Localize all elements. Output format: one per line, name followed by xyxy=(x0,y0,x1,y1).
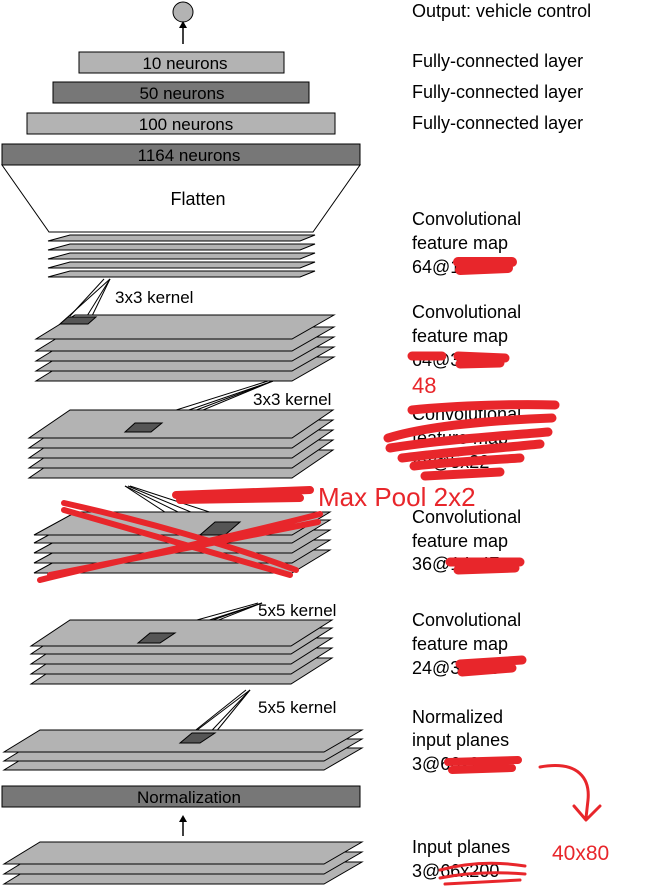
annotation-48: 48 xyxy=(412,373,436,398)
kernel-label-1: 3x3 kernel xyxy=(115,288,193,307)
redaction-scribble-5 xyxy=(455,655,527,677)
input-arrow-head xyxy=(179,815,187,822)
flatten-trapezoid xyxy=(1,164,361,233)
kernel-label-5: 5x5 kernel xyxy=(258,698,336,717)
fc-box-10 xyxy=(78,51,285,74)
input-line1: Input planes xyxy=(412,837,510,857)
conv-stack-64-3x20 xyxy=(34,314,336,382)
conv-map-4-line2: feature map xyxy=(412,531,508,551)
conv-map-1-line1: Convolutional xyxy=(412,209,521,229)
kernel-strike-scribble xyxy=(172,486,314,504)
input-planes xyxy=(2,841,364,885)
conv-map-1-line2: feature map xyxy=(412,233,508,253)
conv-stack-64-1x18 xyxy=(47,234,316,278)
output-label: Output: vehicle control xyxy=(412,1,591,21)
normalized-input-planes xyxy=(2,729,364,771)
annotation-input-size: 40x80 xyxy=(552,842,609,865)
conv-map-2-line1: Convolutional xyxy=(412,302,521,322)
output-node xyxy=(172,1,194,23)
output-arrow-head xyxy=(179,21,187,28)
conv-map-2-line2: feature map xyxy=(412,326,508,346)
flatten-label: Flatten xyxy=(170,189,225,209)
conv-map-5-line2: feature map xyxy=(412,634,508,654)
redaction-scribble-3 xyxy=(383,400,560,481)
redaction-scribble-6 xyxy=(444,756,522,774)
flat-label-1164: 1164 neurons xyxy=(138,146,241,165)
fc-box-100 xyxy=(26,112,336,135)
fc-box-50 xyxy=(52,81,310,104)
normalized-line1: Normalized xyxy=(412,707,503,727)
fc-label-10: 10 neurons xyxy=(142,54,227,73)
input-line2: 3@66x200 xyxy=(412,861,499,881)
annotation-max-pool: Max Pool 2x2 xyxy=(318,482,476,512)
fc-label-50: 50 neurons xyxy=(139,84,224,103)
kernel-label-4: 5x5 kernel xyxy=(258,601,336,620)
normalization-box xyxy=(1,785,361,808)
redaction-scribble-7 xyxy=(438,861,527,886)
fc-type-1: Fully-connected layer xyxy=(412,51,583,71)
annotation-arrow xyxy=(538,764,602,822)
fc-type-3: Fully-connected layer xyxy=(412,113,583,133)
redaction-scribble-4 xyxy=(445,557,525,575)
normalized-line2: input planes xyxy=(412,730,509,750)
conv-map-5-line1: Convolutional xyxy=(412,610,521,630)
redaction-scribble-1 xyxy=(453,257,517,275)
fc-type-2: Fully-connected layer xyxy=(412,82,583,102)
kernel-label-2: 3x3 kernel xyxy=(253,390,331,409)
cross-out-scribble xyxy=(37,500,323,583)
conv-map-4-line1: Convolutional xyxy=(412,507,521,527)
normalization-label: Normalization xyxy=(137,788,241,807)
fc-label-100: 100 neurons xyxy=(139,115,234,134)
conv-stack-48 xyxy=(27,409,335,479)
conv-stack-24 xyxy=(29,619,334,685)
redaction-scribble-2 xyxy=(407,351,510,369)
